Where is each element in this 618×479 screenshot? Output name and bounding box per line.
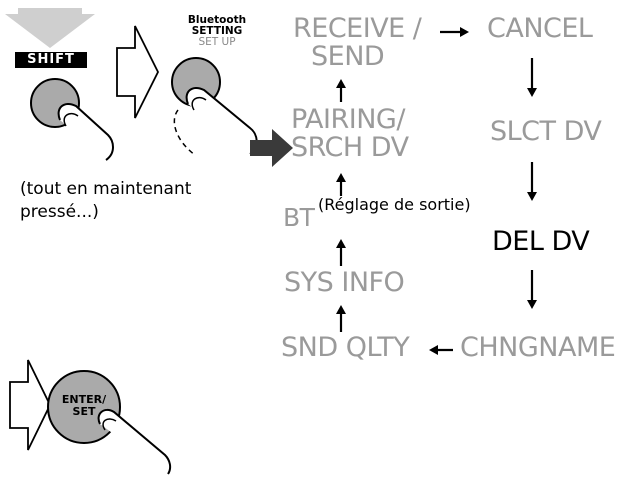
arrow-down-icon bbox=[527, 58, 537, 97]
arrow-up-icon bbox=[336, 239, 346, 266]
menu-item-pairing-line2: SRCH DV bbox=[291, 132, 409, 164]
note-holding: (tout en maintenant pressé...) bbox=[20, 178, 191, 224]
menu-item-chngname: CHNGNAME bbox=[460, 332, 616, 363]
menu-item-receive-send-line2: SEND bbox=[311, 41, 385, 73]
menu-item-del-dv: DEL DV bbox=[492, 226, 590, 257]
enter-label: ENTER/ bbox=[61, 393, 107, 406]
shift-label-text: SHIFT bbox=[27, 52, 75, 67]
arrow-up-icon bbox=[336, 79, 346, 102]
menu-item-pairing-line1: PAIRING/ bbox=[291, 104, 405, 135]
arrow-right-icon bbox=[440, 27, 469, 37]
note-holding-line1: (tout en maintenant bbox=[20, 179, 192, 199]
arrow-left-icon bbox=[429, 345, 453, 355]
menu-item-pairing: PAIRING/ SRCH DV bbox=[291, 104, 409, 164]
menu-item-receive-send: RECEIVE / SEND bbox=[293, 13, 422, 73]
arrow-down-icon bbox=[527, 270, 537, 309]
menu-item-sys-info: SYS INFO bbox=[284, 267, 405, 298]
shift-label bbox=[15, 52, 87, 68]
note-exit: (Réglage de sortie) bbox=[318, 195, 471, 214]
setting-label: SETTING bbox=[191, 25, 243, 38]
menu-item-cancel: CANCEL bbox=[487, 13, 593, 44]
setup-label: SET UP bbox=[198, 36, 236, 49]
bluetooth-label: Bluetooth bbox=[187, 14, 247, 26]
menu-item-bt: BT bbox=[283, 203, 315, 232]
set-label: SET bbox=[72, 404, 96, 418]
arrow-up-icon bbox=[336, 305, 346, 332]
note-holding-line2: pressé...) bbox=[20, 201, 99, 222]
enter-set-label: ENTER/ SET bbox=[54, 394, 114, 417]
menu-item-snd-qlty: SND QLTY bbox=[281, 332, 410, 363]
arrow-up-icon bbox=[336, 173, 346, 196]
arrow-down-icon bbox=[527, 162, 537, 201]
menu-item-receive-send-line1: RECEIVE / bbox=[293, 13, 422, 44]
menu-item-slct-dv: SLCT DV bbox=[490, 116, 602, 147]
bluetooth-setting-label: Bluetooth SETTING SET UP bbox=[184, 14, 250, 49]
